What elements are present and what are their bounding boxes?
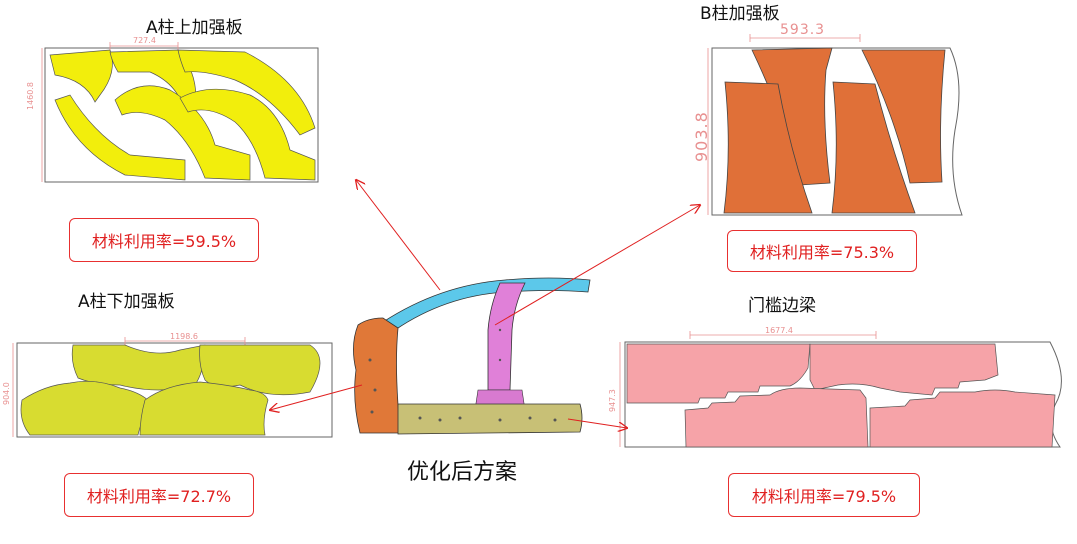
a-lower-utilization: 材料利用率=72.7% [64,473,254,517]
b-pillar-parts [723,47,946,214]
a-upper-utilization: 材料利用率=59.5% [69,218,259,262]
car-side-frame [353,277,591,435]
a-lower-parts [20,344,321,436]
arrow-to-a-lower [270,384,363,410]
b-pillar-utilization: 材料利用率=75.3% [727,230,917,272]
arrow-to-a-upper [356,180,441,291]
sill-utilization: 材料利用率=79.5% [728,473,920,517]
diagram-caption: 优化后方案 [407,460,518,485]
b-pillar-nesting-sheet [707,34,963,216]
sill-dim-height: 947.3 [608,389,617,412]
a-upper-parts [49,49,316,181]
sill-title: 门槛边梁 [748,296,816,316]
a-lower-title: A柱下加强板 [78,292,175,312]
a-upper-dim-width: 727.4 [133,36,156,45]
b-pillar-title: B柱加强板 [700,4,780,24]
a-upper-title: A柱上加强板 [146,18,243,38]
arrow-to-b-pillar [494,205,700,326]
sill-dim-width: 1677.4 [765,326,793,335]
a-upper-nesting-sheet [41,42,319,183]
sill-nesting-sheet [619,331,1062,448]
arrows [270,180,700,428]
b-pillar-dim-width: 593.3 [780,22,826,38]
b-pillar-dim-height: 903.8 [692,111,711,162]
a-lower-dim-width: 1198.6 [170,332,198,341]
sill-parts [626,343,1056,448]
a-upper-dim-height: 1460.8 [26,82,35,110]
arrow-to-sill [567,418,627,428]
a-lower-dim-height: 904.0 [2,382,11,405]
a-lower-nesting-sheet [12,337,333,438]
